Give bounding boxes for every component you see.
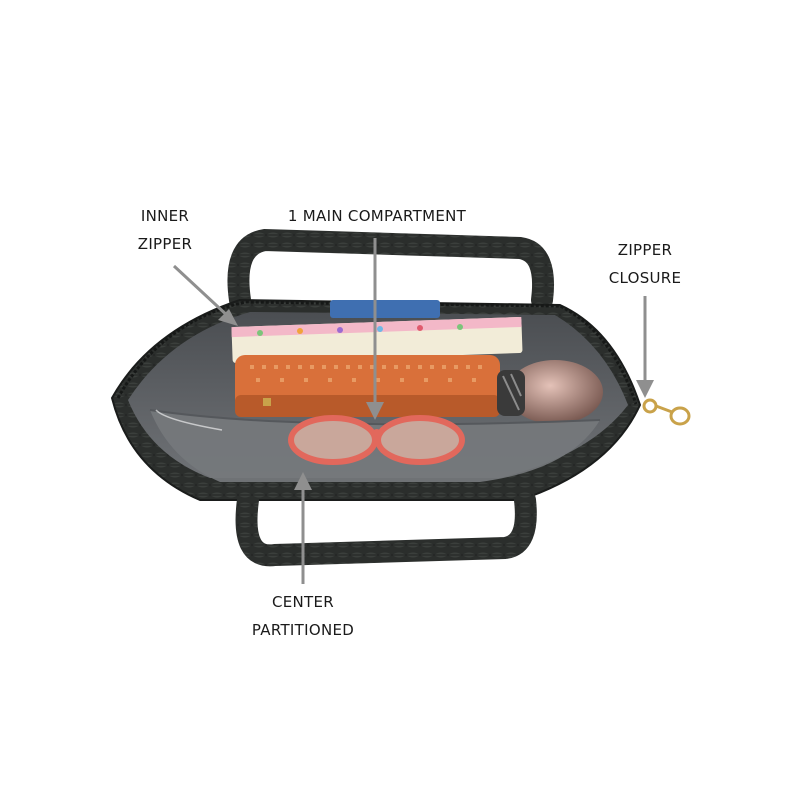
label-center-partitioned: CENTER PARTITIONED xyxy=(238,588,368,644)
label-zipper-closure: ZIPPER CLOSURE xyxy=(600,236,690,292)
water-bottle xyxy=(497,360,603,424)
wallet xyxy=(235,355,500,417)
label-inner-zipper-line1: INNER xyxy=(140,207,190,225)
zipper-pull xyxy=(642,398,691,426)
label-zipper-closure-line2: CLOSURE xyxy=(608,269,682,287)
label-center-partitioned-line1: CENTER xyxy=(271,593,335,611)
front-handle xyxy=(235,489,537,567)
label-zipper-closure-line1: ZIPPER xyxy=(617,241,673,259)
sunglasses xyxy=(288,415,465,465)
back-handle xyxy=(227,228,554,311)
label-main-compartment: 1 MAIN COMPARTMENT xyxy=(272,202,482,230)
label-inner-zipper-line2: ZIPPER xyxy=(137,235,193,253)
label-center-partitioned-line2: PARTITIONED xyxy=(251,621,355,639)
zipper-track xyxy=(116,300,638,405)
notebook xyxy=(231,300,523,363)
label-main-compartment-line1: 1 MAIN COMPARTMENT xyxy=(287,207,467,225)
annotation-arrows xyxy=(172,238,654,584)
label-inner-zipper: INNER ZIPPER xyxy=(120,202,210,258)
